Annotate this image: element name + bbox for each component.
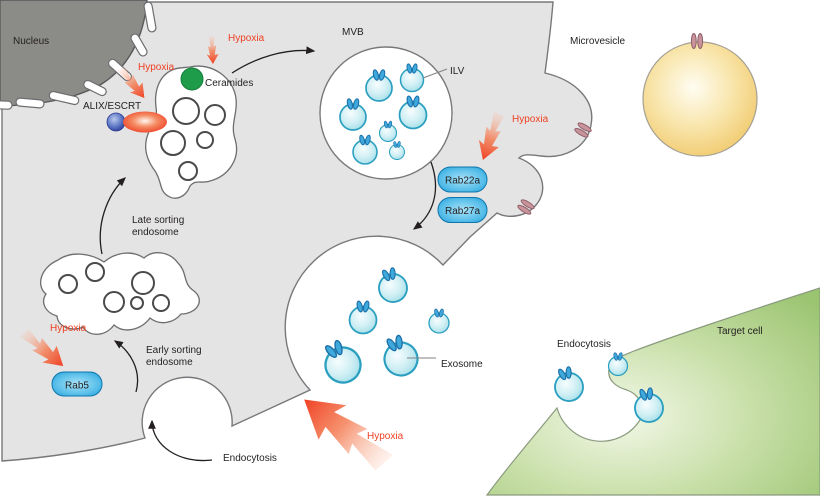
early-sorting-endosome-label-line2: endosome [146,357,193,368]
early-sorting-endosome-label-line1: Early sorting [146,345,202,356]
target-cell-body [485,287,820,496]
exosome-label: Exosome [441,359,483,370]
microvesicle-label: Microvesicle [570,36,625,47]
nucleus-label: Nucleus [13,36,49,47]
arrow-ceramides-to-mvb [231,46,316,74]
rab5-box [51,371,103,397]
late-sorting-endosome [144,65,238,199]
mvb-label: MVB [342,27,364,38]
rab5-label: Rab5 [65,381,89,392]
early-endosome-inner-vesicles [58,262,170,313]
arrow-mvb-to-release [412,161,437,230]
arrow-endocytosis-to-cup [148,419,213,462]
arrow-early-to-late-endosome [99,177,126,255]
arrow-cup-to-early-endosome [113,340,139,393]
ilv-label: ILV [450,66,465,77]
hypoxia-label-rab5: Hypoxia [50,323,87,334]
ilv-pointer [422,68,448,79]
ceramides-dot [180,67,204,91]
ceramides-label: Ceramides [205,78,253,89]
rab27a-box [437,197,488,223]
hypoxia-label-rab22a: Hypoxia [512,114,549,125]
target-cell-label: Target cell [717,326,763,337]
late-sorting-endosome-label-line1: Late sorting [132,215,184,226]
pointer-lines [407,68,448,359]
rab22a-box [437,166,488,193]
pathway-arrows [99,46,437,462]
microvesicle-body [642,41,758,157]
hypoxia-label-ceramides: Hypoxia [228,33,265,44]
alix-escrt-complex [123,111,167,133]
released-exosomes [314,263,450,390]
hypoxia-label-alix: Hypoxia [138,62,175,73]
alix-escrt-sphere [106,112,126,132]
late-sorting-endosome-label-line2: endosome [132,227,179,238]
endocytosis-label: Endocytosis [223,453,277,464]
rab27a-label: Rab27a [445,206,480,217]
endocytosis-target-label: Endocytosis [557,339,611,350]
rab22a-label: Rab22a [445,176,480,187]
late-endosome-inner-vesicles [160,97,226,181]
hypoxia-label-membrane: Hypoxia [367,431,404,442]
alix-escrt-label: ALIX/ESCRT [83,101,141,112]
